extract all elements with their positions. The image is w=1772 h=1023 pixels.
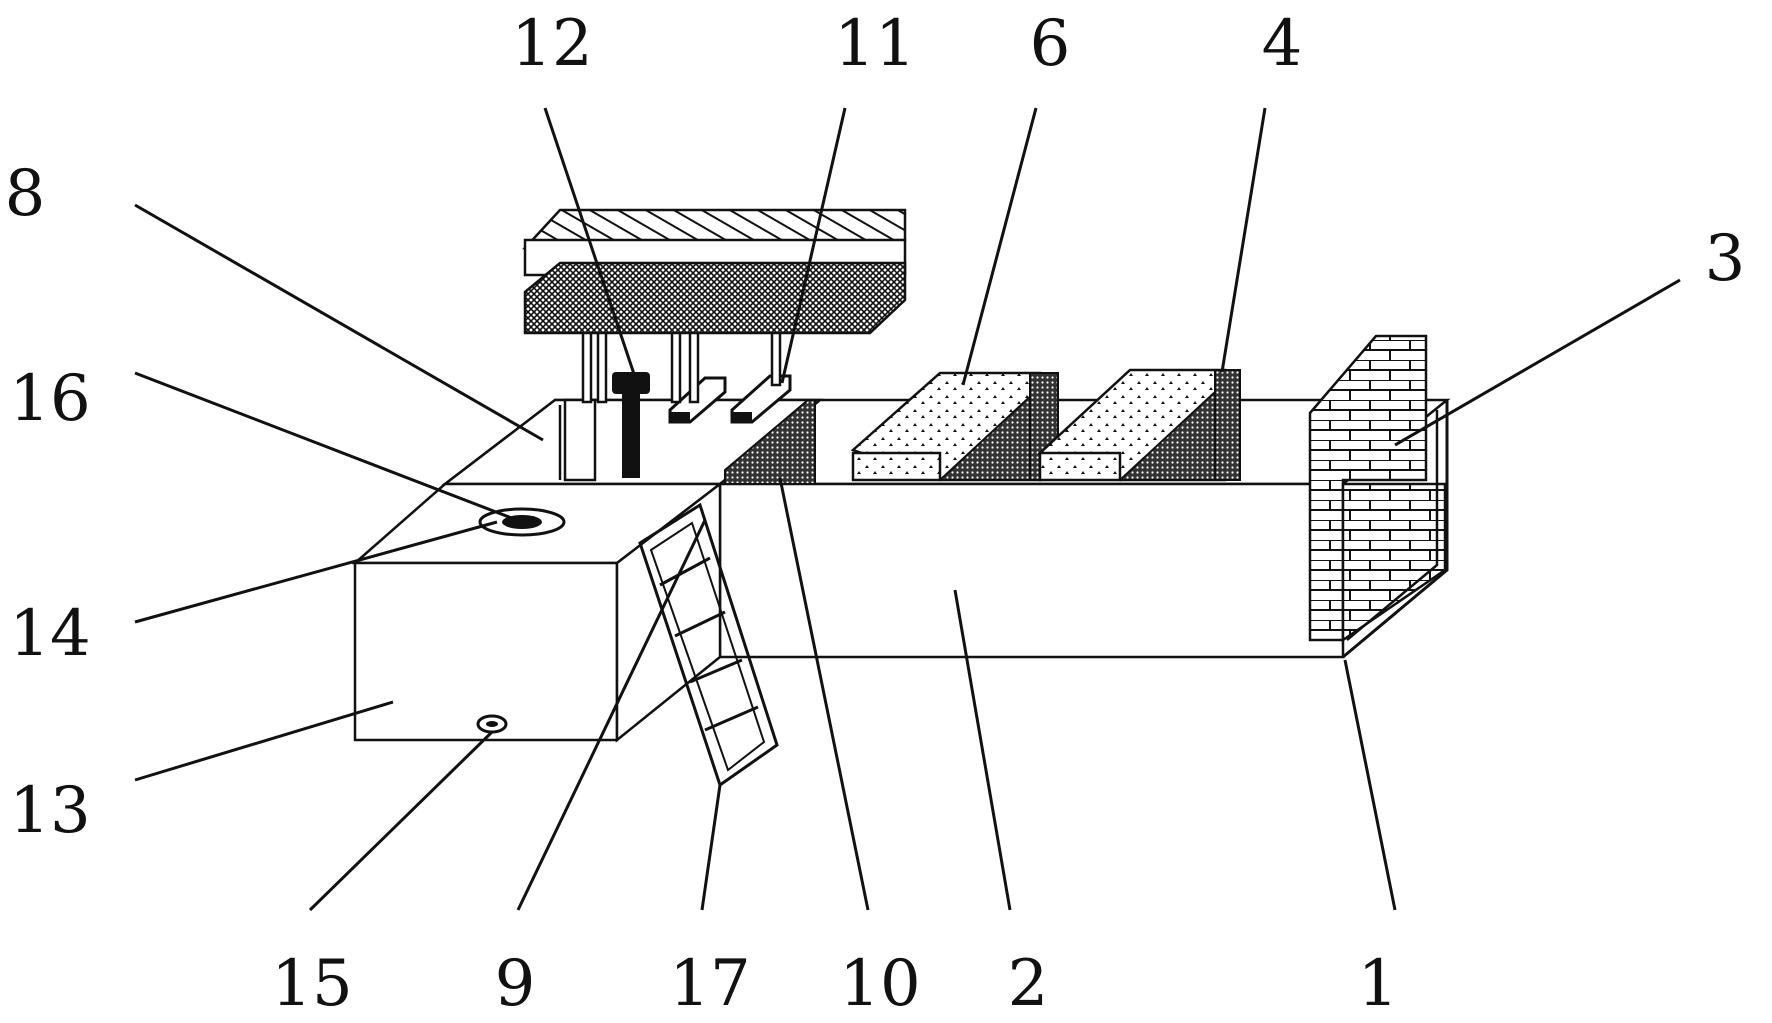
water-tank [351, 481, 724, 743]
callout-11: 11 [834, 7, 915, 81]
callout-14: 14 [9, 597, 90, 671]
callout-6: 6 [1030, 7, 1071, 81]
callout-15: 15 [271, 947, 352, 1021]
callout-16: 16 [9, 362, 90, 436]
callout-2: 2 [1008, 947, 1049, 1021]
callout-10: 10 [839, 947, 920, 1021]
callout-13: 13 [9, 774, 90, 848]
ladder [638, 502, 779, 788]
leader-lines [134, 107, 1681, 912]
sponge-block-6 [850, 371, 1059, 482]
callout-1: 1 [1358, 947, 1399, 1021]
sponge-block-4 [1037, 368, 1241, 482]
callout-3: 3 [1705, 222, 1746, 296]
press-compartment [441, 328, 824, 486]
callout-8: 8 [5, 157, 46, 231]
callout-4: 4 [1262, 7, 1303, 81]
callout-9: 9 [495, 947, 536, 1021]
press-plate [522, 208, 907, 335]
end-plate [1308, 334, 1449, 659]
callout-labels: 1 2 3 4 6 8 9 10 11 12 13 14 15 16 17 [5, 7, 1746, 1021]
callout-17: 17 [669, 947, 750, 1021]
callout-12: 12 [511, 7, 592, 81]
